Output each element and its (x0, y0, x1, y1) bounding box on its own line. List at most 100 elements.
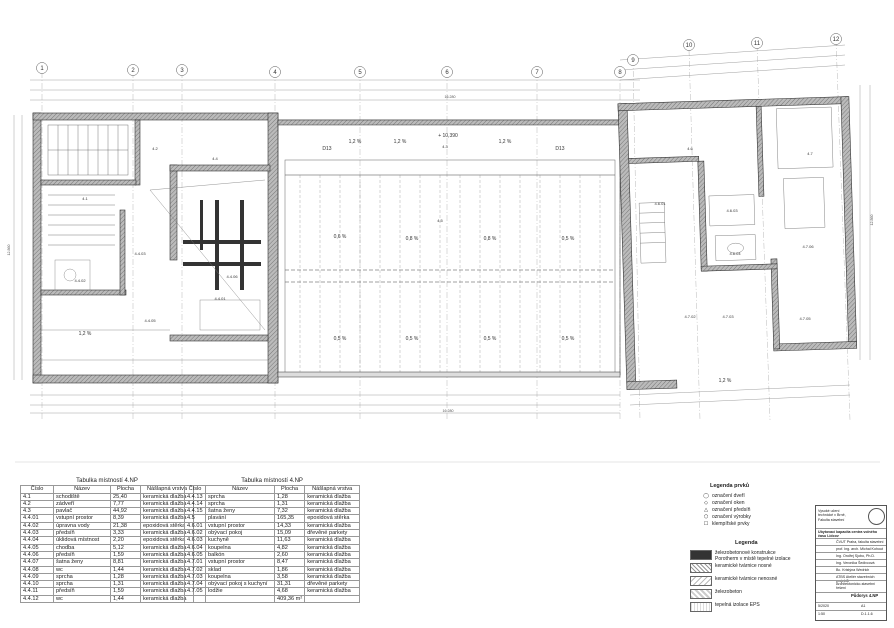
legend-item: ◇označení oken (700, 500, 744, 506)
room-4-1: 4.1 (82, 196, 88, 201)
table-header-row: Číslo Název Plocha Nášlapná vrstva (20, 485, 194, 494)
room-table-2-grid: Číslo Název Plocha Nášlapná vrstva 4.4.1… (184, 485, 361, 604)
slope-label: 1,2 % (79, 331, 92, 337)
table-cell: 4.4.05 (20, 543, 54, 552)
table-cell: 4.4.14 (184, 499, 206, 509)
room-4-7-03: 4.7.03 (722, 314, 734, 319)
table-cell: 4,68 (273, 587, 306, 596)
title-block: Vysoké učení technické v Brně, Fakulta s… (815, 505, 887, 621)
table-cell: epoxidová stěrka (304, 514, 361, 523)
school-name: Vysoké učení technické v Brně, Fakulta s… (818, 509, 846, 522)
table-cell: 4.4.13 (184, 492, 206, 501)
window-symbol-icon: ◇ (704, 500, 708, 506)
room-4-6-04: 4.6.04 (729, 251, 741, 256)
table-cell: 3,33 (110, 529, 141, 538)
legend-material: železobetonové konstrukce Porotherm v mí… (715, 550, 791, 562)
slope-label: 0,5 % (562, 336, 575, 342)
grid-label-2: 2 (131, 68, 135, 74)
table-cell: 4.7.05 (184, 587, 206, 596)
table-cell: 4.4.12 (20, 594, 54, 604)
table-cell: 8,81 (110, 558, 141, 567)
legend-title-elements: Legenda prvků (710, 483, 750, 489)
table-cell: 4.4.11 (20, 587, 54, 596)
table-cell: 1,44 (110, 565, 141, 574)
table-cell (184, 594, 206, 604)
table-cell: 21,38 (110, 521, 141, 531)
table-cell: 4.4.03 (20, 529, 54, 538)
table-cell: 15,09 (273, 529, 306, 538)
legend-material: tepelná izolace EPS (715, 602, 760, 608)
left-block-walls (32, 112, 279, 384)
table-cell: keramická dlažba (304, 499, 361, 509)
table-cell: 14,33 (273, 521, 306, 531)
faculty-seal-icon (868, 508, 885, 525)
grid-label-8: 8 (618, 70, 622, 76)
title-line: Architektonicko-stavební řešení (836, 582, 876, 591)
table-cell: 4.7.01 (184, 558, 206, 567)
legend-title-materials: Legenda (735, 540, 758, 546)
table-cell: wc (53, 565, 111, 574)
table-cell: vstupní prostor (205, 521, 275, 531)
table-cell: 1,28 (110, 572, 141, 582)
legend-material: železobeton (715, 589, 742, 595)
legend-material: keramické tvárnice nenosné (715, 576, 778, 582)
table-cell: 11,63 (273, 536, 306, 545)
table-cell: 1,31 (110, 580, 141, 589)
left-interior-lines (41, 179, 268, 361)
table-caption: Tabulka místností 4.NP (76, 478, 138, 484)
room-table-2: Tabulka místností 4.NP Číslo Název Ploch… (184, 478, 361, 604)
table-cell: 4.6.01 (184, 521, 206, 531)
grid-label-1: 1 (40, 66, 44, 72)
legend-material: keramické tvárnice nosné (715, 563, 772, 569)
table-header: Název (205, 485, 275, 494)
room-4-7-02: 4.7.02 (684, 314, 696, 319)
dimension-height: 12.860 (870, 215, 874, 226)
table-cell: keramická dlažba (304, 558, 361, 567)
table-cell: koupelna (205, 572, 275, 582)
table-cell: úklidová místnost (53, 536, 111, 545)
slope-label: 0,5 % (406, 336, 419, 342)
table-header: Název (53, 485, 111, 494)
room-4-6: 4.6 (687, 146, 693, 151)
table-cell: 1,28 (273, 492, 306, 501)
table-cell: 1,44 (110, 594, 141, 604)
table-cell: keramická dlažba (304, 521, 361, 531)
door-symbol-icon: ◯ (703, 493, 709, 499)
locker-partitions (183, 200, 261, 290)
table-cell: 4.7.04 (184, 580, 206, 589)
slope-label: 0,8 % (406, 236, 419, 242)
slope-label: 1,2 % (499, 139, 512, 145)
room-4-4-03: 4.4.03 (134, 251, 146, 256)
room-4-7: 4.7 (807, 151, 813, 156)
table-cell: 4.4.10 (20, 580, 54, 589)
room-4-7-05: 4.7.05 (799, 316, 811, 321)
flashing-symbol-icon: ☐ (703, 521, 709, 527)
grid-label-12: 12 (833, 37, 840, 43)
slope-label: 1,2 % (349, 139, 362, 145)
table-cell: 3,58 (273, 572, 306, 582)
legend-swatch (690, 563, 712, 573)
table-cell: 4.4.02 (20, 521, 54, 531)
room-4-6-01: 4.6.01 (654, 201, 666, 206)
room-4-4-01: 4.4.01 (214, 296, 226, 301)
table-cell: dřevěné parkety (304, 529, 361, 538)
title-line: Ing. Ondřej Sjobo, Ph.D. (836, 554, 875, 558)
stairs-4-1 (47, 124, 129, 246)
table-cell: 7,77 (110, 499, 141, 509)
table-cell: šatna ženy (205, 507, 275, 516)
legend-item: △označení předsíň (700, 507, 750, 513)
level-mark: + 10,390 (438, 133, 458, 139)
table-header-row: Číslo Název Plocha Nášlapná vrstva (184, 485, 361, 494)
table-cell: 4.4.01 (20, 514, 54, 523)
table-cell: pavlač (53, 507, 111, 516)
